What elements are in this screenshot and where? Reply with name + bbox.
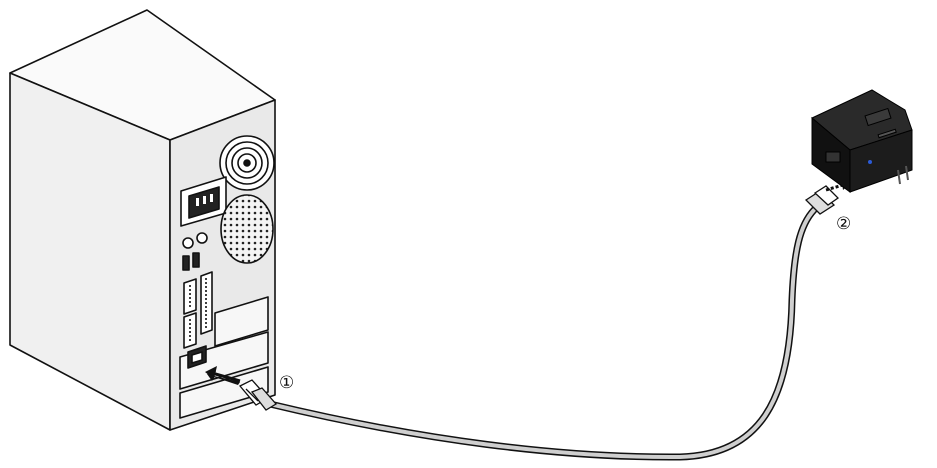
parallel-port-icon (200, 271, 213, 335)
cable-connector-adapter (804, 185, 840, 215)
psu-fan-icon (219, 135, 275, 191)
insert-arrow-icon (205, 366, 241, 385)
audio-jacks-icon (182, 232, 208, 249)
step-2-label: ② (836, 214, 851, 234)
adapter-side-face (849, 129, 913, 193)
cable-connector-pc (238, 379, 278, 411)
vent-grill-icon (220, 194, 274, 264)
powerline-adapter-icon (811, 89, 913, 193)
usb-ports-icon (182, 252, 200, 271)
ethernet-port-icon (187, 345, 207, 369)
power-socket-icon (180, 176, 227, 227)
serial-port-icon (183, 278, 197, 315)
ethernet-cable-icon (266, 206, 818, 461)
vga-port-icon (183, 312, 197, 349)
desktop-tower-icon (9, 9, 276, 431)
step-1-label: ① (279, 373, 294, 393)
expansion-slots (179, 296, 269, 419)
